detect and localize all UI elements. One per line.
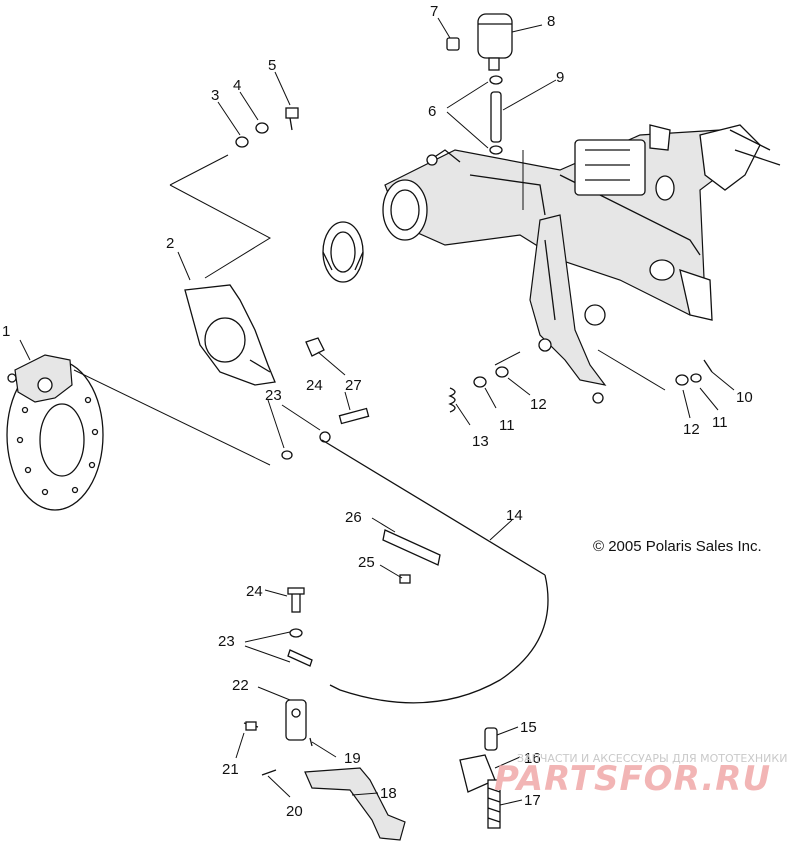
swingarm-assembly [382,124,781,404]
callout-5: 5 [268,57,276,74]
callout-12a: 12 [530,396,547,413]
callout-4: 4 [233,77,241,94]
callout-18: 18 [380,785,397,802]
master-cylinder-group [446,13,513,155]
callout-2: 2 [166,235,174,252]
callout-7: 7 [430,3,438,20]
callout-labels: 1 2 3 4 5 6 7 8 9 10 11 11 12 12 13 14 1… [2,3,753,820]
callout-8: 8 [547,13,555,30]
watermark-tagline: ЗАПЧАСТИ И АКСЕССУАРЫ ДЛЯ МОТОТЕХНИКИ [517,752,787,765]
callout-1: 1 [2,323,10,340]
callout-13: 13 [472,433,489,450]
callout-15: 15 [520,719,537,736]
callout-24b: 24 [246,583,263,600]
brake-disc-caliper [6,354,104,511]
callout-10: 10 [736,389,753,406]
callout-9: 9 [556,69,564,86]
callout-14: 14 [506,507,523,524]
callout-22: 22 [232,677,249,694]
callout-23b: 23 [218,633,235,650]
bearing-ring [322,221,364,283]
hardware-11-12-13 [448,359,713,413]
caliper-bracket [184,284,276,386]
watermark-logo: PARTSFOR.RU [494,759,771,799]
callout-19: 19 [344,750,361,767]
callout-21: 21 [222,761,239,778]
hardware-3-4-5 [235,107,299,148]
callout-23a: 23 [265,387,282,404]
brake-pedal [304,727,501,841]
lower-linkage [243,587,313,776]
callout-11a: 11 [499,417,515,434]
callout-20: 20 [286,803,303,820]
callout-16: 16 [524,750,541,767]
watermark: ЗАПЧАСТИ И АКСЕССУАРЫ ДЛЯ МОТОТЕХНИКИ PA… [494,752,787,799]
hardware-23-24-27 [281,337,370,460]
callout-25: 25 [358,554,375,571]
callout-27: 27 [345,377,362,394]
callout-3: 3 [211,87,219,104]
leader-lines [19,17,735,806]
callout-26: 26 [345,509,362,526]
callout-11b: 11 [712,414,728,431]
callout-24a: 24 [306,377,323,394]
hardware-25-26 [382,529,441,584]
copyright-notice: © 2005 Polaris Sales Inc. [593,538,762,555]
callout-17: 17 [524,792,541,809]
brake-cable [321,439,549,704]
callout-12b: 12 [683,421,700,438]
callout-6: 6 [428,103,436,120]
